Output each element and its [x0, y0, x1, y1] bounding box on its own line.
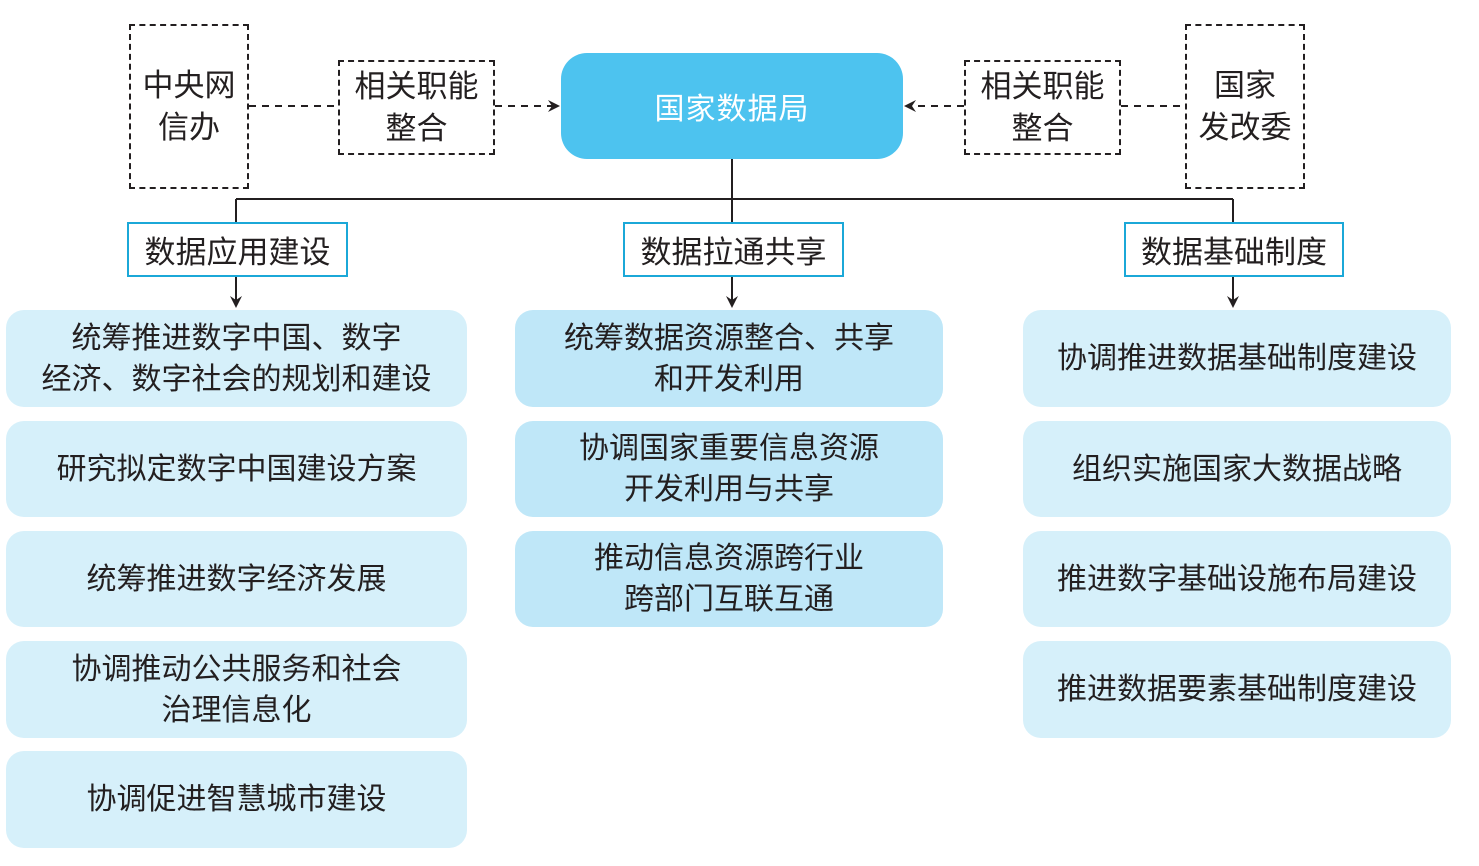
- list-item: 研究拟定数字中国建设方案: [6, 421, 467, 517]
- category-data-foundation: 数据基础制度: [1124, 222, 1344, 277]
- merge-right: 相关职能 整合: [964, 60, 1121, 155]
- list-item: 推动信息资源跨行业 跨部门互联互通: [515, 531, 943, 627]
- list-item: 协调推进数据基础制度建设: [1023, 310, 1451, 407]
- list-item: 统筹推进数字中国、数字 经济、数字社会的规划和建设: [6, 310, 467, 407]
- category-data-application: 数据应用建设: [127, 222, 348, 277]
- merge-left: 相关职能 整合: [338, 60, 495, 155]
- list-item: 协调国家重要信息资源 开发利用与共享: [515, 421, 943, 517]
- list-item: 协调促进智慧城市建设: [6, 751, 467, 848]
- source-cac: 中央网 信办: [129, 24, 249, 189]
- list-item: 推进数字基础设施布局建设: [1023, 531, 1451, 627]
- list-item: 统筹推进数字经济发展: [6, 531, 467, 627]
- list-item: 协调推动公共服务和社会 治理信息化: [6, 641, 467, 738]
- national-data-bureau: 国家数据局: [561, 53, 903, 159]
- category-data-sharing: 数据拉通共享: [623, 222, 844, 277]
- list-item: 推进数据要素基础制度建设: [1023, 641, 1451, 738]
- source-ndrc: 国家 发改委: [1185, 24, 1305, 189]
- list-item: 组织实施国家大数据战略: [1023, 421, 1451, 517]
- list-item: 统筹数据资源整合、共享 和开发利用: [515, 310, 943, 407]
